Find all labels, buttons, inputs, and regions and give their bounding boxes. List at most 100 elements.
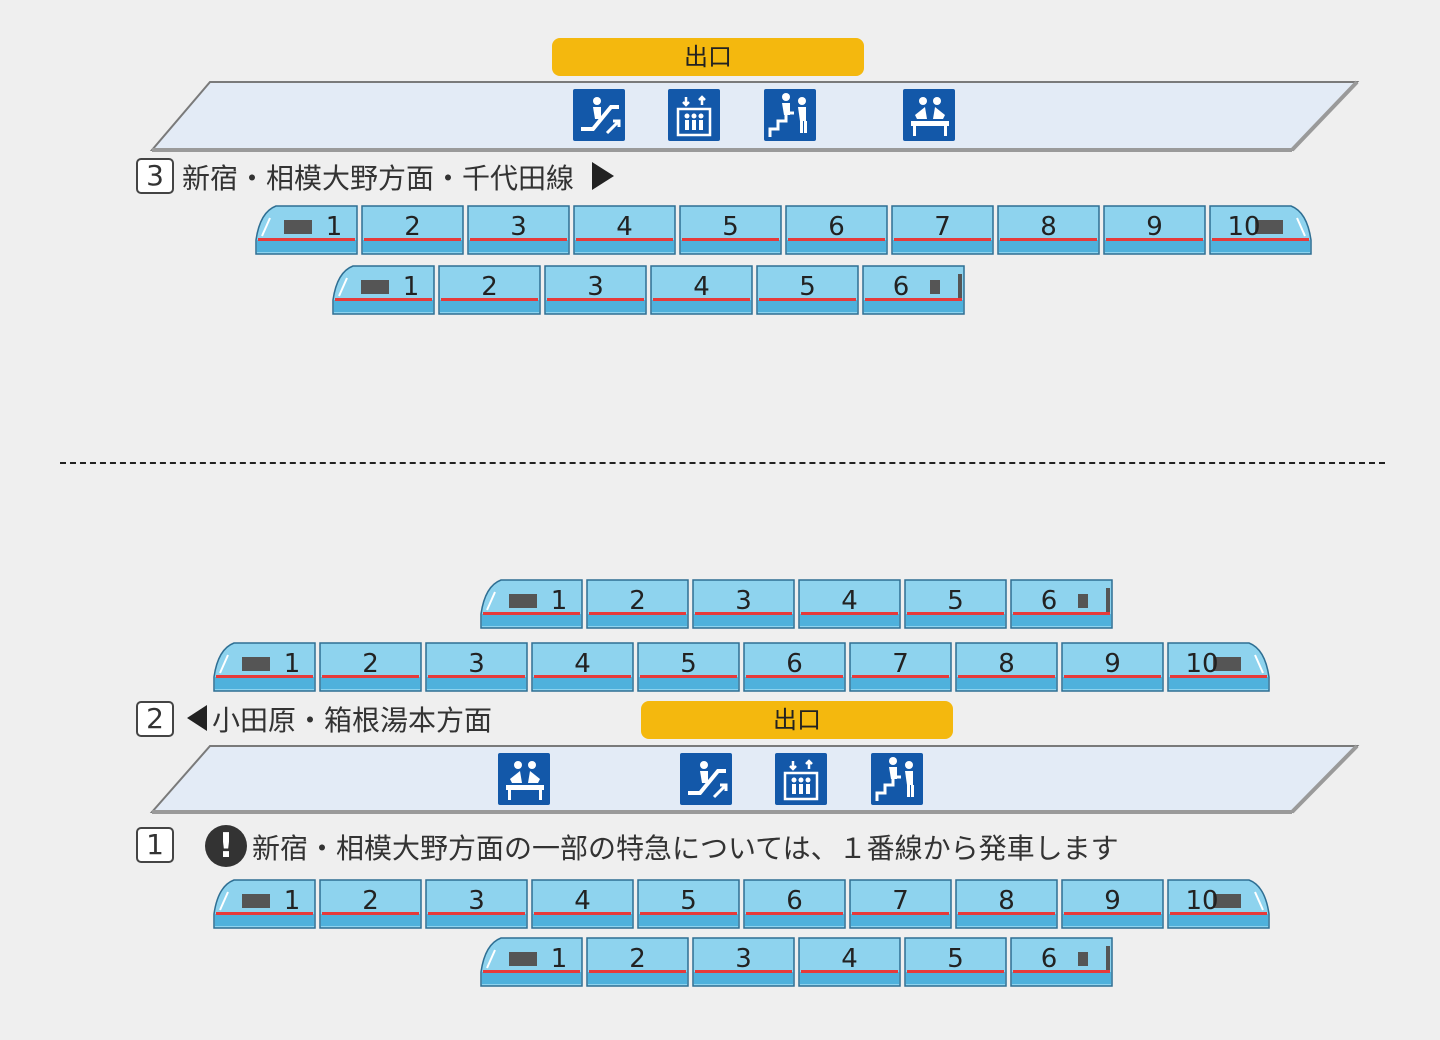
car-number: 1 [284, 649, 301, 679]
car-number: 2 [404, 212, 421, 242]
car-number: 2 [629, 586, 646, 616]
car-number: 2 [481, 272, 498, 302]
top-waiting-room-icon [903, 89, 955, 141]
bottom-elevator-icon [775, 753, 827, 805]
train-car: 2 [319, 879, 422, 929]
car-number: 5 [947, 586, 964, 616]
car-number: 4 [616, 212, 633, 242]
car-number: 10 [1227, 212, 1260, 242]
train-car: 5 [637, 642, 740, 692]
car-number: 6 [786, 649, 803, 679]
train-car: 6 [785, 205, 888, 255]
car-number: 3 [587, 272, 604, 302]
train-car: 6 [743, 642, 846, 692]
car-number: 7 [892, 886, 909, 916]
car-number: 3 [735, 586, 752, 616]
train-3: 1 2 3 4 5 6 [480, 579, 1113, 629]
train-car: 10 [1209, 205, 1312, 255]
car-number: 4 [841, 944, 858, 974]
train-1: 1 2 3 4 5 6 7 8 9 10 [255, 205, 1312, 255]
car-number: 4 [693, 272, 710, 302]
train-car: 4 [650, 265, 753, 315]
car-number: 8 [1040, 212, 1057, 242]
train-car: 7 [891, 205, 994, 255]
car-number: 9 [1104, 886, 1121, 916]
train-car: 3 [692, 937, 795, 987]
train-car: 5 [679, 205, 782, 255]
train-car: 5 [904, 579, 1007, 629]
car-number: 3 [468, 886, 485, 916]
car-number: 3 [468, 649, 485, 679]
car-number: 1 [326, 212, 343, 242]
car-number: 6 [1041, 944, 1058, 974]
car-number: 3 [510, 212, 527, 242]
car-number: 1 [551, 944, 568, 974]
car-number: 2 [362, 886, 379, 916]
train-car: 2 [319, 642, 422, 692]
train-car: 3 [425, 879, 528, 929]
direction-arrow-right-icon [592, 162, 614, 190]
train-car: 3 [692, 579, 795, 629]
train-car: 2 [438, 265, 541, 315]
bottom-stairs-icon [871, 753, 923, 805]
train-car: 4 [798, 579, 901, 629]
car-number: 1 [403, 272, 420, 302]
train-car: 3 [544, 265, 647, 315]
direction-arrow-left-icon [187, 705, 207, 731]
train-car: 7 [849, 642, 952, 692]
train-car: 2 [361, 205, 464, 255]
train-car: 6 [1010, 579, 1113, 629]
train-car: 3 [467, 205, 570, 255]
train-car: 8 [955, 879, 1058, 929]
car-number: 4 [574, 649, 591, 679]
train-car: 10 [1167, 642, 1270, 692]
car-number: 3 [735, 944, 752, 974]
train-car: 7 [849, 879, 952, 929]
section-divider [60, 462, 1385, 464]
train-car: 1 [213, 879, 316, 929]
exit-sign-top: 出口 [552, 38, 864, 76]
train-car: 6 [1010, 937, 1113, 987]
train-car: 9 [1061, 642, 1164, 692]
car-number: 2 [362, 649, 379, 679]
train-car: 1 [480, 579, 583, 629]
train-car: 4 [573, 205, 676, 255]
car-number: 4 [574, 886, 591, 916]
train-car: 2 [586, 937, 689, 987]
track-number-1: 1 [136, 827, 174, 863]
car-number: 5 [722, 212, 739, 242]
bottom-waiting-room-icon [498, 753, 550, 805]
car-number: 1 [284, 886, 301, 916]
car-number: 7 [934, 212, 951, 242]
top-escalator-icon [573, 89, 625, 141]
train-car: 1 [255, 205, 358, 255]
train-car: 8 [955, 642, 1058, 692]
car-number: 2 [629, 944, 646, 974]
bottom-escalator-icon [680, 753, 732, 805]
car-number: 6 [1041, 586, 1058, 616]
car-number: 1 [551, 586, 568, 616]
warning-icon: ! [205, 825, 247, 867]
train-car: 4 [531, 879, 634, 929]
train-car: 1 [213, 642, 316, 692]
train-car: 9 [1061, 879, 1164, 929]
track-3-direction: 新宿・相模大野方面・千代田線 [182, 162, 575, 195]
track-1-notice: 新宿・相模大野方面の一部の特急については、１番線から発車します [252, 832, 1119, 865]
car-number: 4 [841, 586, 858, 616]
track-number-3: 3 [136, 158, 174, 194]
top-elevator-icon [668, 89, 720, 141]
car-number: 10 [1185, 649, 1218, 679]
car-number: 5 [680, 649, 697, 679]
train-car: 6 [743, 879, 846, 929]
track-2-direction: 小田原・箱根湯本方面 [212, 704, 493, 737]
train-car: 5 [637, 879, 740, 929]
train-car: 5 [904, 937, 1007, 987]
car-number: 5 [947, 944, 964, 974]
train-car: 9 [1103, 205, 1206, 255]
car-number: 6 [828, 212, 845, 242]
